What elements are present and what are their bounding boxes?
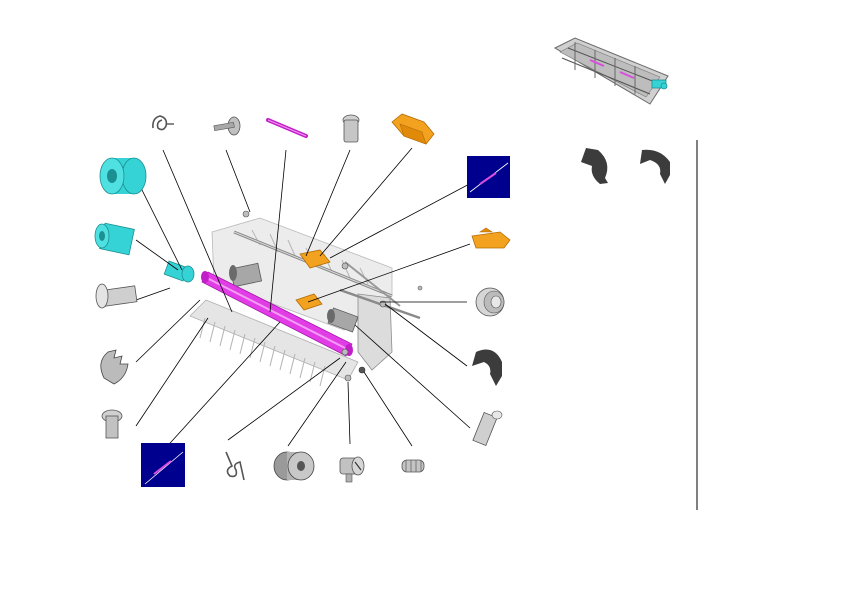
gear-hub <box>273 451 315 481</box>
coil-spring <box>401 459 425 473</box>
e-clip-left <box>100 349 129 385</box>
bolt-top <box>342 114 360 143</box>
cyan-roller-wheel <box>99 157 147 195</box>
e-clip-right <box>472 349 502 386</box>
torsion-spring-top <box>152 115 174 131</box>
magenta-pin <box>266 118 308 138</box>
c-clip-panel-a <box>581 148 608 184</box>
flanged-bushing-right <box>475 287 505 317</box>
assembly-thumbnail <box>553 37 669 105</box>
cyan-bushing <box>94 222 135 256</box>
torsion-spring-bottom <box>225 451 245 481</box>
c-clip-panel-b <box>640 149 670 184</box>
leader-lines <box>135 147 508 453</box>
main-assembly <box>163 210 423 387</box>
sleeve-tube <box>472 410 503 447</box>
callout-box-right <box>467 156 510 198</box>
thumb-screw <box>339 456 365 483</box>
orange-lever-top <box>391 113 435 145</box>
flanged-bushing-left <box>95 283 138 309</box>
callout-box-bottom <box>141 443 185 487</box>
orange-bracket <box>471 227 511 249</box>
shoulder-screw-top <box>213 116 241 136</box>
shoulder-screw-left <box>101 409 123 439</box>
